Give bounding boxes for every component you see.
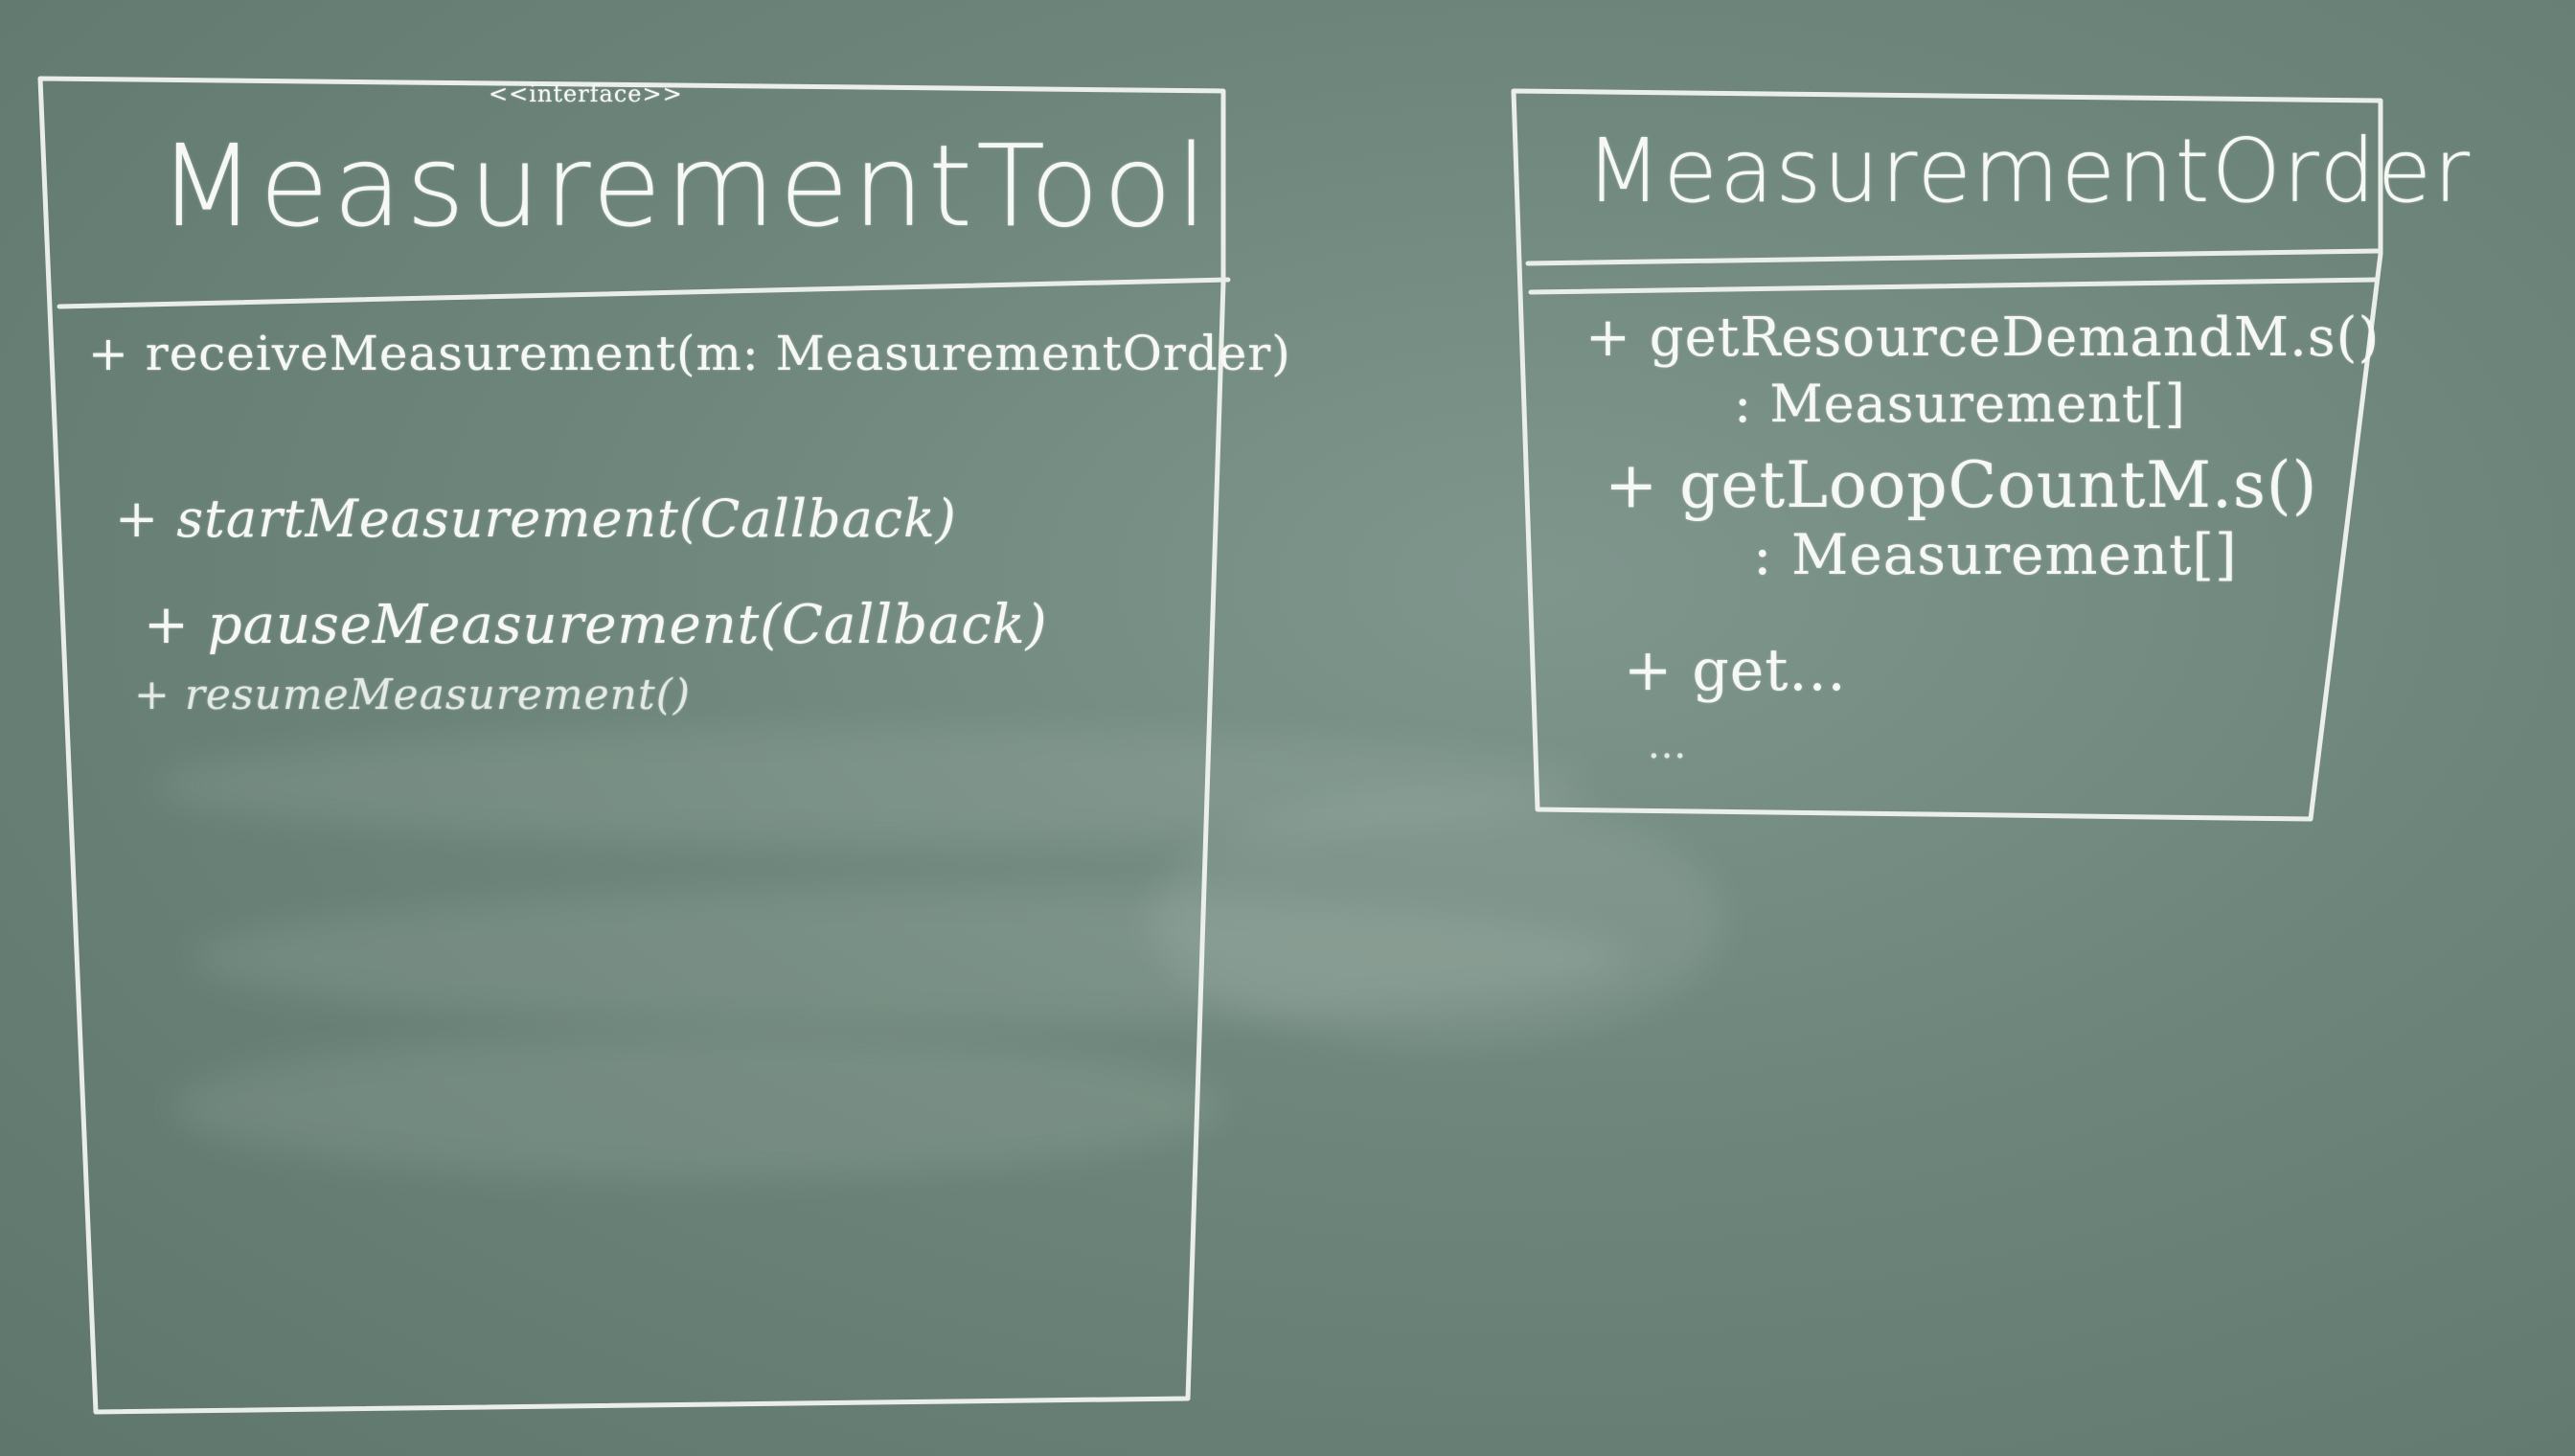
method-get-loop-count: + getLoopCountM.s() bbox=[1605, 448, 2318, 522]
method-resume-measurement: + resumeMeasurement() bbox=[134, 671, 692, 719]
more-methods-ellipsis: ... bbox=[1648, 723, 1688, 767]
eraser-smudge bbox=[1150, 795, 1724, 1044]
measurement-tool-title: MeasurementTool bbox=[158, 120, 1212, 252]
method-start-measurement: + startMeasurement(Callback) bbox=[115, 489, 957, 549]
return-type-2: : Measurement[] bbox=[1753, 522, 2238, 587]
method-get-resource-demand: + getResourceDemandM.s() bbox=[1585, 307, 2381, 369]
return-type-1: : Measurement[] bbox=[1734, 374, 2186, 434]
eraser-smudge bbox=[172, 1035, 1226, 1178]
right-box-divider-1 bbox=[1525, 248, 2381, 266]
method-receive-measurement: + receiveMeasurement(m: MeasurementOrder… bbox=[88, 326, 1291, 381]
left-box-divider bbox=[57, 277, 1231, 309]
measurement-order-title: MeasurementOrder bbox=[1585, 120, 2472, 222]
interface-stereotype: <<interface>> bbox=[489, 80, 683, 107]
method-pause-measurement: + pauseMeasurement(Callback) bbox=[144, 594, 1048, 656]
method-get-ellipsis: + get... bbox=[1624, 637, 1847, 704]
right-box-divider-2 bbox=[1528, 277, 2379, 295]
